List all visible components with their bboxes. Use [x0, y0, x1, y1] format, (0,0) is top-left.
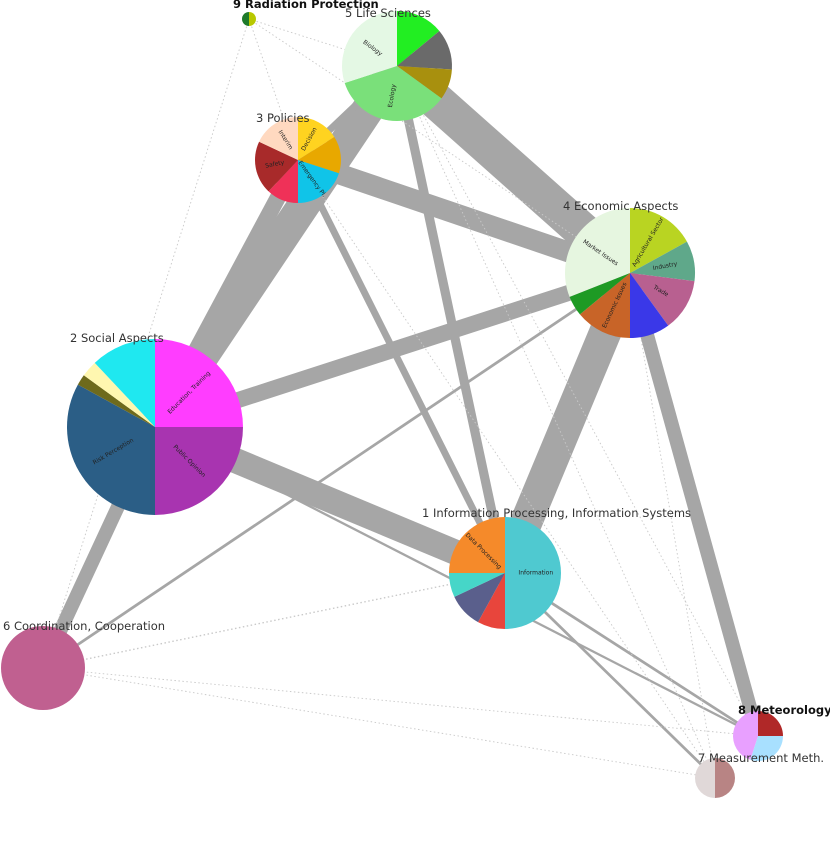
node-label-n8: 8 Meteorology — [738, 703, 830, 717]
pie-slice-n3-1 — [298, 136, 341, 174]
pie-slice-n5-4 — [341, 11, 398, 83]
edge-n5-n8 — [396, 65, 759, 737]
pie-slice-n1-0 — [505, 517, 561, 629]
pie-slice-n8-0 — [758, 711, 783, 736]
edge-n4-n7 — [629, 272, 716, 779]
pie-slice-n4-5 — [569, 273, 630, 315]
edge-n3-n7 — [297, 159, 716, 779]
pie-n6[interactable] — [1, 626, 85, 710]
slice-label-n3-4: Safety — [265, 159, 286, 170]
pie-slice-n1-4 — [449, 517, 505, 573]
pie-slice-n4-6 — [565, 207, 630, 297]
edge-n9-n4 — [248, 18, 631, 274]
edge-n3-n1 — [294, 158, 509, 575]
slice-label-n4-1: Industry — [652, 260, 678, 272]
pie-slice-n5-1 — [397, 30, 452, 70]
pie-slice-n4-4 — [579, 273, 630, 339]
pie-slice-n1-1 — [478, 573, 505, 629]
pie-slice-n4-0 — [630, 208, 687, 273]
label-layer: 1 Information Processing, Information Sy… — [3, 0, 830, 765]
node-label-n6: 6 Coordination, Cooperation — [3, 619, 165, 633]
node-label-n4: 4 Economic Aspects — [563, 199, 678, 213]
edge-n5-n1 — [392, 65, 510, 574]
node-label-n1: 1 Information Processing, Information Sy… — [422, 506, 691, 520]
pie-slice-n1-3 — [449, 573, 505, 597]
edge-n6-n1 — [42, 572, 506, 669]
pie-n9[interactable] — [242, 12, 256, 26]
pie-slice-n2-0 — [155, 339, 243, 427]
pie-n7[interactable] — [695, 758, 735, 798]
pie-slice-n3-4 — [255, 141, 298, 192]
pie-slice-n4-1 — [630, 241, 695, 282]
pie-slice-n2-3 — [77, 375, 155, 427]
node-label-n5: 5 Life Sciences — [345, 6, 431, 20]
pie-slice-n3-5 — [259, 117, 298, 160]
pie-slice-n2-1 — [155, 427, 243, 515]
slice-label-n1-0: Information — [518, 570, 553, 577]
pie-n4[interactable]: Agricultural SectorIndustryTradeEconomic… — [565, 207, 695, 339]
pie-slice-n8-2 — [732, 710, 758, 760]
slice-label-n5-3: Ecology — [387, 83, 398, 108]
pie-slice-n2-2 — [66, 384, 155, 515]
edge-n4-n6 — [42, 271, 631, 670]
pie-slice-n2-5 — [94, 339, 155, 427]
pie-slice-n5-0 — [397, 10, 440, 66]
pie-slice-n7-1 — [695, 758, 715, 798]
edge-n4-n8 — [623, 271, 765, 738]
pie-slice-n1-2 — [454, 573, 505, 623]
edge-n6-n7 — [42, 667, 716, 779]
pie-slice-n3-0 — [298, 117, 335, 160]
pie-slice-n7-0 — [715, 758, 735, 798]
node-label-n9: 9 Radiation Protection — [233, 0, 379, 11]
pie-slice-n3-3 — [268, 160, 298, 203]
node-label-n7: 7 Measurement Meth. — [698, 751, 824, 765]
pie-slice-n9-0 — [249, 12, 256, 26]
pie-slice-n5-3 — [344, 66, 442, 122]
pie-slice-n8-1 — [750, 736, 783, 762]
pie-slice-n5-2 — [397, 66, 452, 99]
pie-slice-n3-2 — [298, 160, 339, 203]
pie-slice-n4-2 — [630, 273, 695, 326]
pie-slice-n6-0 — [1, 626, 85, 710]
pie-slice-n2-4 — [83, 362, 155, 427]
edge-n6-n8 — [42, 667, 759, 737]
node-label-n2: 2 Social Aspects — [70, 331, 164, 345]
pie-slice-n9-1 — [242, 12, 249, 26]
pie-slice-n4-3 — [630, 273, 669, 338]
node-label-n3: 3 Policies — [256, 111, 310, 125]
pie-n8[interactable] — [732, 710, 783, 762]
